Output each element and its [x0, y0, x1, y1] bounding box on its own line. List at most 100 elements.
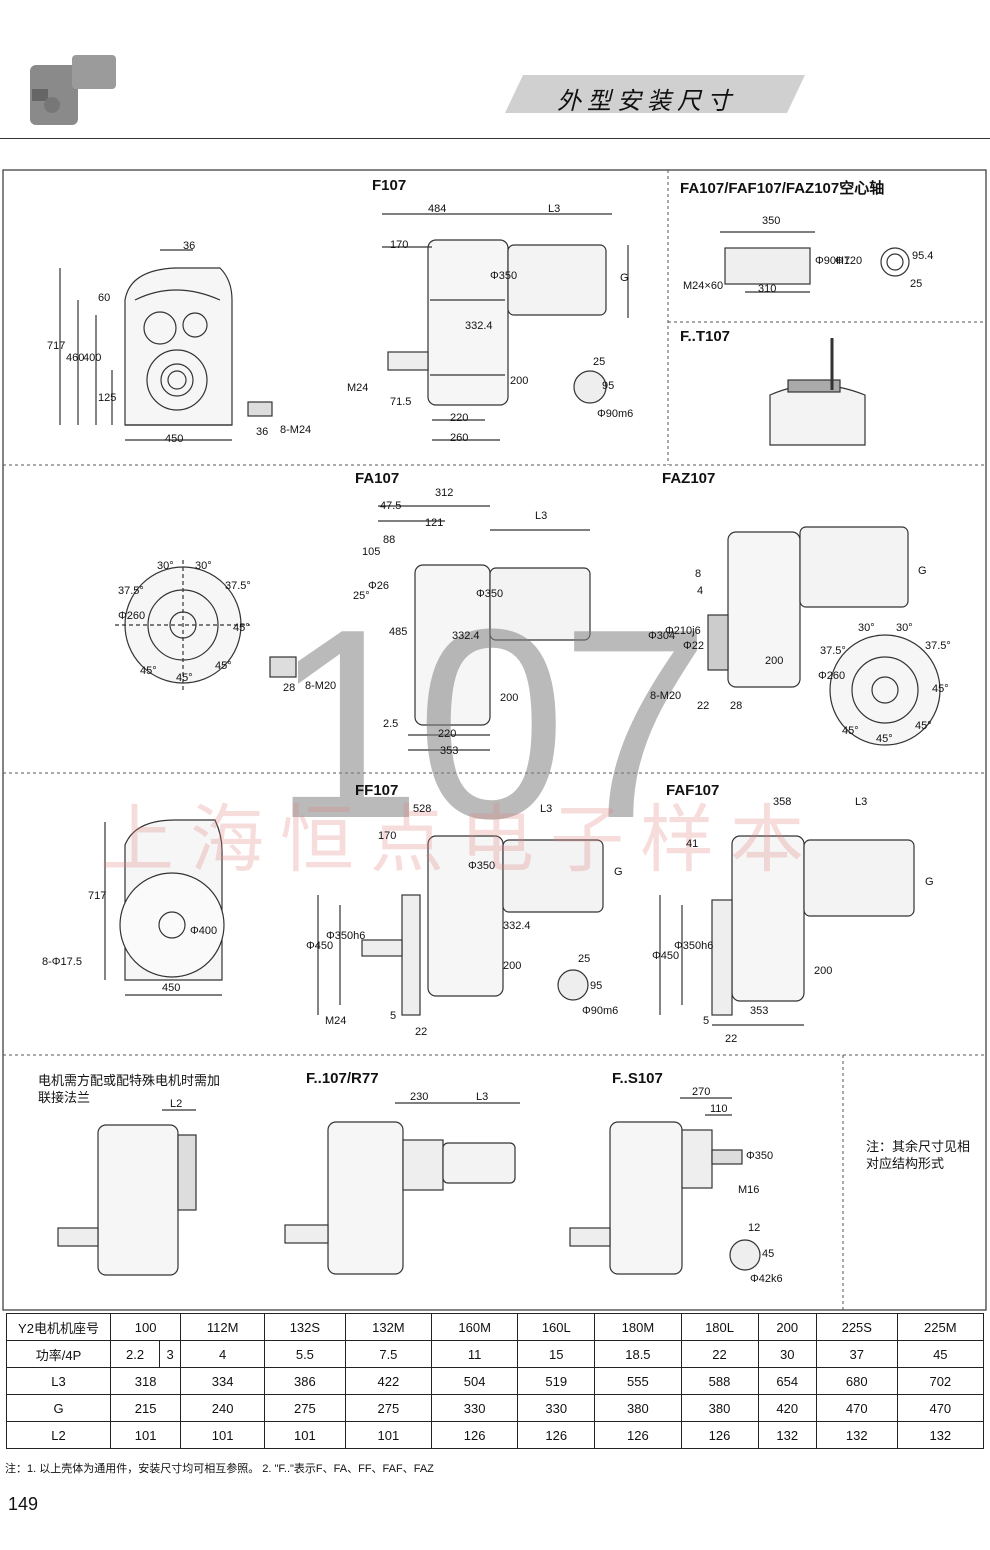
dim: 45°: [215, 660, 232, 672]
dim: 37.5°: [820, 645, 846, 657]
table-cell: 588: [680, 1367, 759, 1395]
dim: 95.4: [912, 250, 934, 262]
table-cell: 7.5: [344, 1340, 433, 1368]
table-cell: 18.5: [594, 1340, 682, 1368]
table-cell: 101: [180, 1421, 266, 1449]
dim: 25: [593, 356, 606, 368]
dim: 105: [362, 546, 381, 558]
table-cell: 2.2: [109, 1340, 161, 1368]
dim: 332.4: [503, 920, 531, 932]
dim: 8-M20: [305, 680, 337, 692]
label-fa107: FA107: [355, 470, 400, 487]
dim: Φ260: [118, 610, 146, 622]
label-faf107: FAF107: [666, 782, 720, 799]
dim: 28: [730, 700, 743, 712]
dim: 45°: [233, 622, 250, 634]
dim: 110: [710, 1103, 728, 1115]
dim: Φ450: [306, 940, 334, 952]
dim: 45°: [915, 720, 932, 732]
table-cell: 160M: [431, 1313, 519, 1341]
table-cell: 420: [757, 1394, 817, 1422]
table-cell: 132: [896, 1421, 985, 1449]
table-cell: 132M: [344, 1313, 433, 1341]
dim: 41: [686, 838, 699, 850]
dim: 350: [762, 215, 781, 227]
dim: L3: [540, 803, 553, 815]
dim: 400: [83, 352, 102, 364]
table-cell: 11: [431, 1340, 519, 1368]
fa107-flange-drawing: [115, 560, 297, 690]
dim: 22: [725, 1033, 738, 1045]
dim: 30°: [858, 622, 875, 634]
dim: L3: [548, 203, 561, 215]
dim: 88: [383, 534, 396, 546]
dim: 5: [390, 1010, 397, 1022]
table-cell: 45: [896, 1340, 985, 1368]
dim: 37.5°: [118, 585, 144, 597]
dim: Φ22: [683, 640, 705, 652]
ft107-drawing: [769, 338, 866, 446]
dim: L3: [476, 1091, 489, 1103]
dim: 45: [762, 1248, 775, 1260]
dim: Φ450: [652, 950, 680, 962]
dim: 220: [438, 728, 457, 740]
dim: 5: [703, 1015, 710, 1027]
table-cell: 4: [180, 1340, 266, 1368]
table-cell: 330: [431, 1394, 519, 1422]
label-faz107: FAZ107: [662, 470, 716, 487]
dim: 22: [415, 1026, 428, 1038]
dim: Φ304: [648, 630, 676, 642]
table-cell: 3: [159, 1340, 182, 1368]
dim: G: [614, 866, 623, 878]
table-cell: 470: [896, 1394, 985, 1422]
dim: 12: [748, 1222, 761, 1234]
dim: Φ42k6: [750, 1273, 783, 1285]
dim: 45°: [140, 665, 157, 677]
dim: 30°: [195, 560, 212, 572]
dim: L3: [535, 510, 548, 522]
dim: Φ350: [468, 860, 496, 872]
f107-side-drawing: [382, 213, 629, 441]
ff107-front-drawing: [104, 819, 225, 996]
dim: 60: [98, 292, 111, 304]
table-cell: 37: [815, 1340, 898, 1368]
table-header-cell: 功率/4P: [6, 1340, 111, 1368]
dim: Φ90m6: [582, 1005, 619, 1017]
table-cell: 555: [594, 1367, 682, 1395]
dim: 260: [450, 432, 469, 444]
fa107-side-drawing: [378, 505, 591, 751]
table-cell: 200: [757, 1313, 817, 1341]
table-cell: 330: [517, 1394, 596, 1422]
table-cell: 5.5: [264, 1340, 346, 1368]
table-cell: 470: [815, 1394, 898, 1422]
table-cell: 15: [517, 1340, 596, 1368]
dim: 30°: [896, 622, 913, 634]
table-cell: 380: [680, 1394, 759, 1422]
header-title-banner: 外型安装尺寸: [505, 75, 805, 115]
label-fs107: F..S107: [612, 1070, 663, 1087]
table-cell: 275: [264, 1394, 346, 1422]
dim: Φ90H7: [815, 255, 851, 267]
fs107-drawing: [569, 1097, 761, 1275]
table-cell: 112M: [180, 1313, 266, 1341]
table-cell: 126: [431, 1421, 519, 1449]
dim: Φ400: [190, 925, 218, 937]
table-cell: 519: [517, 1367, 596, 1395]
dim: 125: [98, 392, 117, 404]
dim: M16: [738, 1184, 760, 1196]
dim: Φ90m6: [597, 408, 634, 420]
ff107-side-drawing: [317, 835, 604, 1016]
dim: 4: [697, 585, 704, 597]
label-ft107: F..T107: [680, 328, 731, 345]
dim: Φ350: [746, 1150, 774, 1162]
dim: 528: [413, 803, 432, 815]
dim: 45°: [842, 725, 859, 737]
table-cell: 101: [264, 1421, 346, 1449]
label-f107: F107: [372, 177, 407, 194]
fr77-drawing: [284, 1102, 520, 1275]
table-cell: 380: [594, 1394, 682, 1422]
dim: 25°: [353, 590, 370, 602]
dim: 95: [590, 980, 603, 992]
note-remaining: 注：其余尺寸见相对应结构形式: [866, 1139, 971, 1171]
faf107-side-drawing: [659, 835, 915, 1026]
